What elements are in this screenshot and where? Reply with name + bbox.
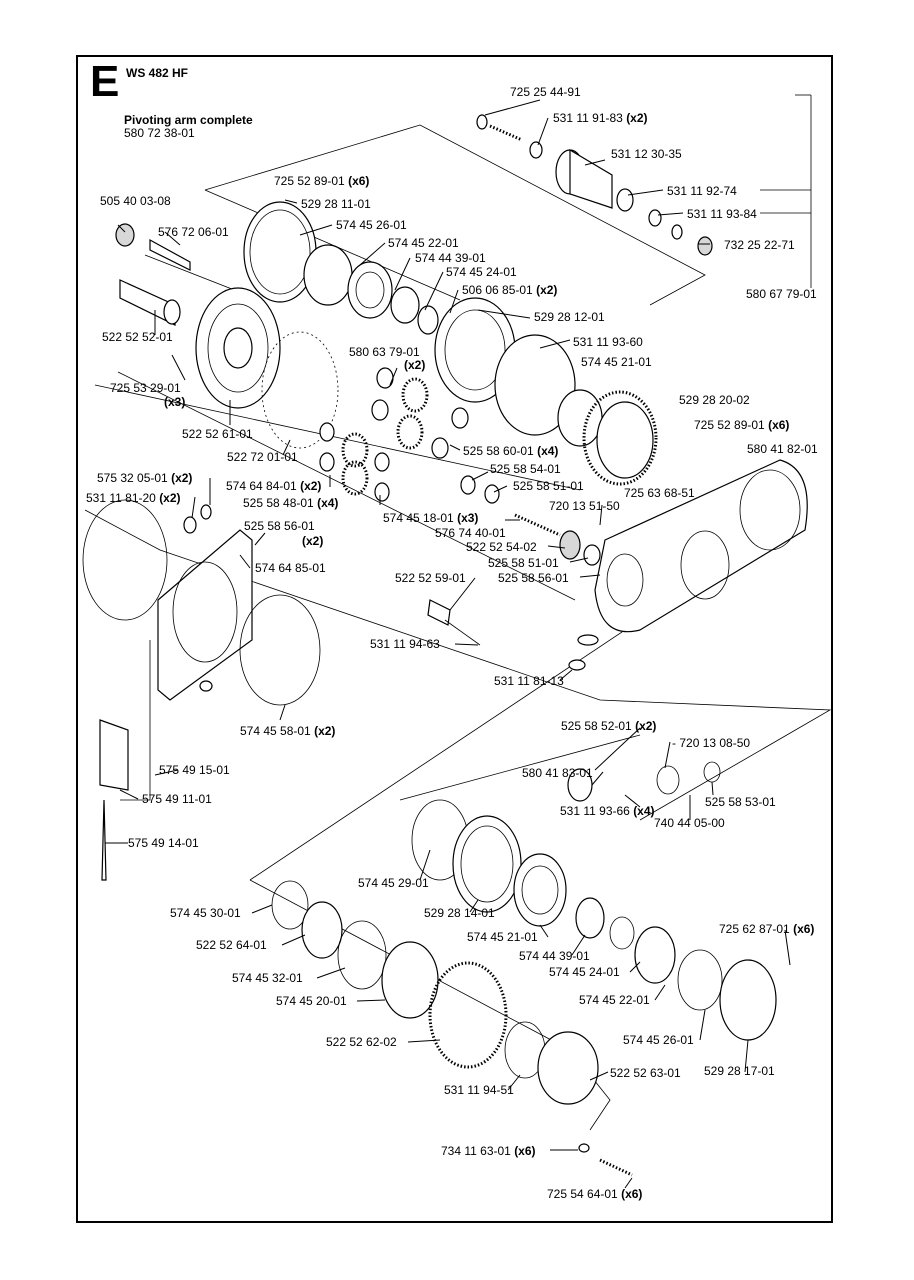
callout-c23: 576 72 06-01 bbox=[158, 225, 229, 239]
callout-c61: 522 52 64-01 bbox=[196, 938, 267, 952]
callout-c45: 531 11 94-63 bbox=[370, 637, 440, 651]
callout-c25-qty: (x2) bbox=[404, 358, 425, 372]
callout-c49: - 720 13 08-50 bbox=[672, 736, 750, 750]
page-frame bbox=[76, 55, 833, 1223]
callout-c17: 574 45 21-01 bbox=[581, 355, 652, 369]
callout-c70: 529 28 17-01 bbox=[704, 1064, 775, 1078]
callout-c38: 531 11 81-20 (x2) bbox=[86, 491, 181, 505]
callout-c35: 720 13 51-50 bbox=[549, 499, 620, 513]
assembly-part-number: 580 72 38-01 bbox=[124, 126, 195, 140]
leader-lines bbox=[105, 99, 791, 1189]
callout-c74: 725 54 64-01 (x6) bbox=[547, 1187, 642, 1201]
callout-c56: 575 49 14-01 bbox=[128, 836, 199, 850]
callout-c40: 522 52 54-02 bbox=[466, 540, 537, 554]
callout-c72: 531 11 94-51 bbox=[444, 1083, 514, 1097]
callout-c54: 575 49 15-01 bbox=[159, 763, 230, 777]
assembly-title: Pivoting arm complete bbox=[124, 113, 253, 127]
callout-c63: 725 62 87-01 (x6) bbox=[719, 922, 814, 936]
callout-c31: 525 58 51-01 bbox=[513, 479, 584, 493]
callout-c16: 531 11 93-60 bbox=[573, 335, 643, 349]
callout-c67: 574 45 22-01 bbox=[579, 993, 650, 1007]
input-flange-assembly bbox=[115, 201, 439, 449]
callout-c73: 734 11 63-01 (x6) bbox=[441, 1144, 536, 1158]
callout-c25: 580 63 79-01 bbox=[349, 345, 420, 359]
callout-c53: 740 44 05-00 bbox=[654, 816, 725, 830]
callout-c71: 522 52 63-01 bbox=[610, 1066, 681, 1080]
callout-c30: 525 58 54-01 bbox=[490, 462, 561, 476]
callout-c15: 529 28 12-01 bbox=[534, 310, 605, 324]
drive-shaft-assembly bbox=[476, 114, 713, 256]
callout-c22: 505 40 03-08 bbox=[100, 194, 171, 208]
lower-hub-assembly bbox=[271, 761, 777, 1177]
callout-c64: 574 45 32-01 bbox=[232, 971, 303, 985]
callout-c68: 574 45 26-01 bbox=[623, 1033, 694, 1047]
model-name: WS 482 HF bbox=[126, 66, 189, 80]
callout-c55: 575 49 11-01 bbox=[142, 792, 212, 806]
callout-c34: 574 45 18-01 (x3) bbox=[383, 511, 478, 525]
callout-c21: 725 63 68-51 bbox=[624, 486, 695, 500]
callout-c11: 574 45 22-01 bbox=[388, 236, 459, 250]
callout-c58: 529 28 14-01 bbox=[424, 906, 495, 920]
callout-c69: 522 52 62-02 bbox=[326, 1035, 397, 1049]
side-cover-assembly bbox=[82, 499, 321, 881]
callout-c10: 574 45 26-01 bbox=[336, 218, 407, 232]
callout-c13: 574 45 24-01 bbox=[446, 265, 517, 279]
callout-c18: 529 28 20-02 bbox=[679, 393, 750, 407]
callout-c19: 725 52 89-01 (x6) bbox=[694, 418, 789, 432]
callout-c44: 522 52 59-01 bbox=[395, 571, 466, 585]
callout-c29: 525 58 60-01 (x4) bbox=[463, 444, 558, 458]
callout-c26: 725 53 29-01 bbox=[110, 381, 181, 395]
callout-c32: 574 64 84-01 (x2) bbox=[226, 479, 321, 493]
callout-c03: 531 12 30-35 bbox=[611, 147, 682, 161]
callout-c27: 522 52 61-01 bbox=[182, 427, 253, 441]
callout-c01: 725 25 44-91 bbox=[510, 85, 581, 99]
callout-c06: 732 25 22-71 bbox=[724, 238, 795, 252]
callout-c42: 525 58 56-01 bbox=[498, 571, 569, 585]
callout-c43: 574 64 85-01 bbox=[255, 561, 326, 575]
section-letter: E bbox=[90, 57, 120, 106]
callout-c52: 531 11 93-66 (x4) bbox=[560, 804, 655, 818]
callout-c47: 574 45 58-01 (x2) bbox=[240, 724, 335, 738]
callout-c41: 525 58 51-01 bbox=[488, 556, 559, 570]
assembly-axes bbox=[84, 94, 832, 1131]
callout-c66: 574 45 20-01 bbox=[276, 994, 347, 1008]
callout-c65: 574 45 24-01 bbox=[549, 965, 620, 979]
callout-c08: 725 52 89-01 (x6) bbox=[274, 174, 369, 188]
callout-labels: 725 25 44-91 531 11 91-83 (x2) 531 12 30… bbox=[86, 85, 818, 1201]
callout-c39: 525 58 56-01 bbox=[244, 519, 315, 533]
callout-c05: 531 11 93-84 bbox=[687, 207, 757, 221]
callout-c37: 575 32 05-01 (x2) bbox=[97, 471, 192, 485]
callout-c12: 574 44 39-01 bbox=[415, 251, 486, 265]
callout-c48: 525 58 52-01 (x2) bbox=[561, 719, 656, 733]
callout-c14: 506 06 85-01 (x2) bbox=[462, 283, 557, 297]
callout-c36: 576 74 40-01 bbox=[435, 526, 506, 540]
callout-c39-qty: (x2) bbox=[302, 534, 323, 548]
callout-c59: 574 45 30-01 bbox=[170, 906, 241, 920]
callout-c33: 525 58 48-01 (x4) bbox=[243, 496, 338, 510]
gear-train bbox=[319, 297, 658, 566]
callout-c46: 531 11 81-13 bbox=[494, 674, 564, 688]
callout-c02: 531 11 91-83 (x2) bbox=[553, 111, 648, 125]
callout-c57: 574 45 29-01 bbox=[358, 876, 429, 890]
callout-c60: 574 45 21-01 bbox=[467, 930, 538, 944]
callout-c26-qty: (x3) bbox=[164, 395, 185, 409]
callout-c51: 525 58 53-01 bbox=[705, 795, 776, 809]
pivot-arm-housing bbox=[427, 459, 808, 671]
callout-c62: 574 44 39-01 bbox=[519, 949, 590, 963]
callout-c28: 522 72 01-01 bbox=[227, 450, 298, 464]
callout-c04: 531 11 92-74 bbox=[667, 184, 737, 198]
callout-c50: 580 41 83-01 bbox=[522, 766, 593, 780]
callout-c20: 580 41 82-01 bbox=[747, 442, 818, 456]
callout-c09: 529 28 11-01 bbox=[301, 197, 371, 211]
callout-c24: 522 52 52-01 bbox=[102, 330, 173, 344]
callout-c07: 580 67 79-01 bbox=[746, 287, 817, 301]
